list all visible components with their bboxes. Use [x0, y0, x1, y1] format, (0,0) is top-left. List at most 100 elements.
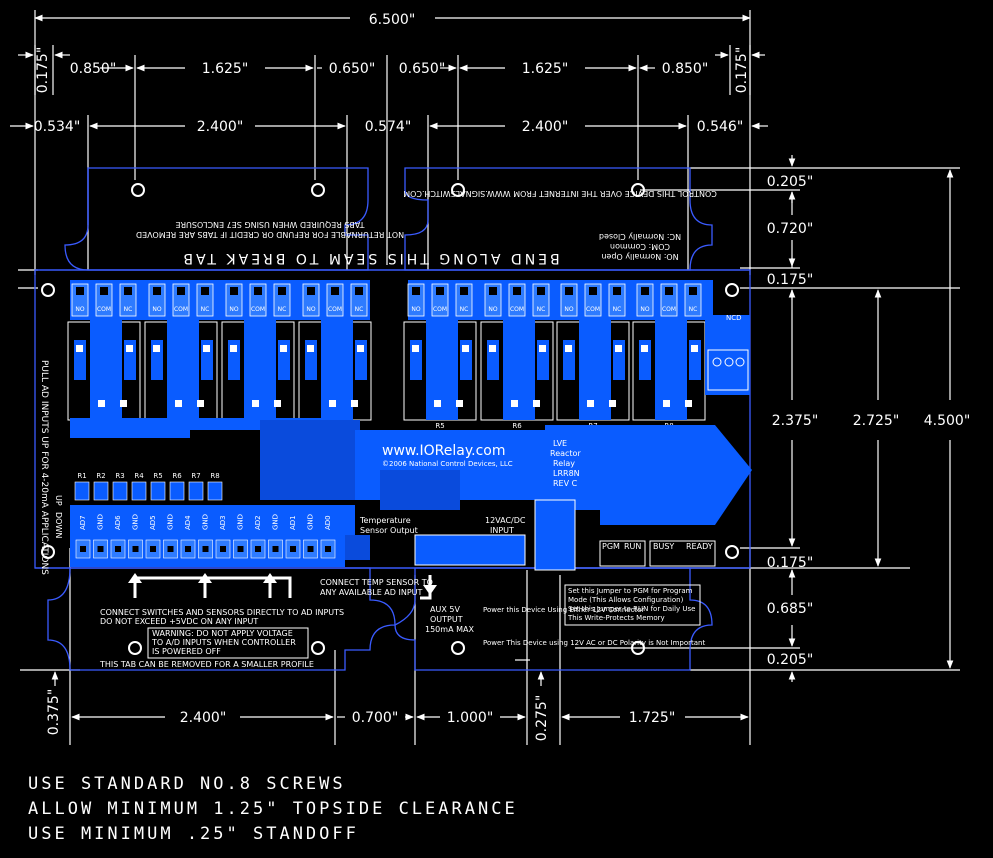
ad-label: AD1 [289, 515, 297, 530]
relay-block: R2 [144, 320, 218, 430]
brand-text: www.IORelay.com [382, 443, 505, 459]
contact-label: COM [328, 306, 342, 313]
contact-label: COM [510, 306, 524, 313]
dim-top1-0: 0.850" [70, 61, 117, 77]
aux-label-2: 150mA MAX [425, 625, 474, 634]
ad-terminal: GND [268, 514, 283, 559]
ad-terminal: AD1 [285, 515, 301, 559]
run-label: RUN [624, 542, 641, 551]
relay-screw-terminal: NO [225, 283, 243, 317]
power-note-2: Power This Device using 12V AC or DC Pol… [483, 639, 705, 647]
relay-block: R4 [298, 320, 372, 430]
copyright-text: ©2006 National Control Devices, LLC [382, 460, 513, 468]
aux-relay-outline [707, 349, 749, 391]
product-line-1: Reactor [550, 449, 581, 458]
dim-bottom-mid-vertical: 0.275" [534, 695, 550, 742]
ad-terminal: GND [198, 514, 213, 559]
ad-terminal: AD5 [145, 515, 161, 559]
dim-top1-2: 0.650" [329, 61, 376, 77]
led-indicator: R4 [131, 472, 147, 501]
ready-label: READY [686, 542, 713, 551]
ad-label: GND [167, 514, 175, 530]
led-label: R7 [191, 472, 200, 480]
ad-label: AD6 [114, 515, 122, 530]
ad-label: AD5 [149, 515, 157, 530]
relay-screw-terminal: COM [326, 283, 344, 317]
note-standoff: USE MINIMUM .25" STANDOFF [28, 824, 359, 844]
ad-label: AD3 [219, 515, 227, 530]
relay-screw-terminal: NC [273, 283, 291, 317]
led-indicator: R5 [150, 472, 166, 501]
dim-right-3: 2.375" [772, 413, 819, 429]
relays: R1R2R3R4R5R6R7R8R1R2R3R4R5R6R7R8 [67, 320, 706, 501]
temp-sensor-label-0: Temperature [359, 516, 411, 525]
relay-screw-terminal: NO [407, 283, 425, 317]
dim-right-total-2: 4.500" [924, 413, 971, 429]
contact-label: NC [689, 306, 698, 313]
product-line-3: LRR8N [553, 469, 580, 478]
relay-screw-terminal: NO [302, 283, 320, 317]
contact-label: NC [278, 306, 287, 313]
tab-note-1: NOT RETURNABLE FOR REFUND OR CREDIT IF T… [136, 230, 404, 239]
contact-label: NC [537, 306, 546, 313]
ad-terminal: GND [233, 514, 248, 559]
jumper-note-0: Set this Jumper to PGM for Program [568, 587, 693, 595]
dimension-lines [10, 10, 960, 745]
relay-screw-terminal: NC [455, 283, 473, 317]
dim-right-5: 0.685" [767, 601, 814, 617]
ad-terminal: AD3 [215, 515, 231, 559]
connect-arrow-heads [128, 573, 437, 595]
assembly-notes: USE STANDARD NO.8 SCREWS ALLOW MINIMUM 1… [28, 772, 518, 847]
dim-bottom-3: 1.725" [629, 710, 676, 726]
temp-sensor-label-1: Sensor Output [360, 526, 418, 535]
ad-terminal: GND [128, 514, 143, 559]
relay-block: R8 [632, 320, 706, 430]
ncd-label: NCD [726, 314, 742, 322]
pgm-label: PGM [602, 542, 620, 551]
relay-screw-terminal: COM [584, 283, 602, 317]
contact-label: NC [124, 306, 133, 313]
relay-screw-terminal: NO [71, 283, 89, 317]
led-indicator: R7 [188, 472, 204, 501]
relay-screw-terminal: NO [148, 283, 166, 317]
contact-label: COM [586, 306, 600, 313]
product-line-2: Relay [553, 459, 575, 468]
legend-nc: NC: Normally Closed [599, 232, 681, 241]
dim-left-vertical: 0.175" [35, 47, 51, 94]
relay-screw-terminal: COM [508, 283, 526, 317]
aux-relay-copper [705, 315, 750, 395]
led-label: R4 [134, 472, 144, 480]
relay-block: R5 [403, 320, 477, 430]
ad-terminal: AD7 [75, 515, 91, 559]
dim-right-1: 0.720" [767, 221, 814, 237]
dim-top2-3: 2.400" [522, 119, 569, 135]
warning-1: TO A/D INPUTS WHEN CONTROLLER [151, 638, 296, 647]
ad-label: GND [97, 514, 105, 530]
pcb-drawing-svg: 6.500" 0.850" 1.625" 0.650" 0.650" 1.625… [10, 10, 971, 745]
led-indicator: R8 [207, 472, 223, 501]
contact-label: NO [488, 306, 497, 313]
relay-screw-terminal: NO [560, 283, 578, 317]
dim-top2-0: 0.534" [34, 119, 81, 135]
board-text: BEND ALONG THIS SEAM TO BREAK TAB NOT RE… [39, 189, 742, 669]
dim-top1-1: 1.625" [202, 61, 249, 77]
contact-label: NC [460, 306, 469, 313]
contact-label: NC [201, 306, 210, 313]
relay-screw-terminal: NO [636, 283, 654, 317]
relay-screw-terminal: NC [608, 283, 626, 317]
relay-screw-terminal: COM [660, 283, 678, 317]
dim-top1-3: 0.650" [399, 61, 446, 77]
connect-switches-1: DO NOT EXCEED +5VDC ON ANY INPUT [100, 617, 258, 626]
product-line-0: LVE [553, 439, 567, 448]
relay-block: R6 [480, 320, 554, 430]
ad-terminal: GND [163, 514, 178, 559]
relay-block: R1 [67, 320, 141, 430]
relay-screw-terminal: NC [684, 283, 702, 317]
dimension-text: 6.500" 0.850" 1.625" 0.650" 0.650" 1.625… [34, 12, 971, 741]
relay-screw-terminal: NC [119, 283, 137, 317]
contact-label: NO [152, 306, 161, 313]
ad-terminal: GND [303, 514, 318, 559]
relay-label: R6 [512, 422, 522, 430]
contact-label: NO [306, 306, 315, 313]
